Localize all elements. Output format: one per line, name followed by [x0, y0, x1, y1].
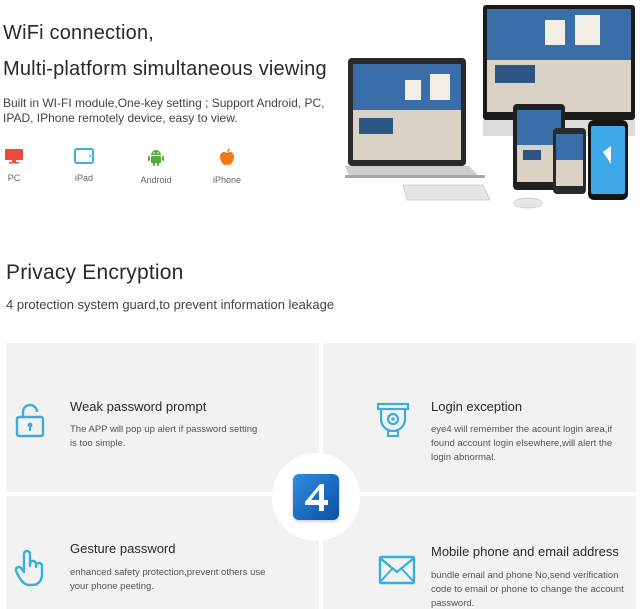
- apple-icon: [220, 148, 234, 165]
- feature-card-login-exception: Login exception eye4 will remember the a…: [323, 343, 636, 492]
- privacy-title: Privacy Encryption: [6, 261, 184, 284]
- envelope-icon: [378, 555, 416, 585]
- feature-title: Login exception: [431, 399, 523, 414]
- number-four-icon: [305, 484, 328, 511]
- feature-description: bundle email and phone No,send verificat…: [431, 570, 624, 609]
- feature-card-weak-password: Weak password prompt The APP will pop up…: [6, 343, 319, 492]
- tablet-icon: [74, 148, 94, 164]
- keyboard-mouse: [402, 184, 543, 209]
- feature-card-phone-email: Mobile phone and email address bundle em…: [323, 496, 636, 609]
- platform-iphone: iPhone: [207, 148, 247, 185]
- platform-android: Android: [136, 148, 176, 185]
- platform-label: PC: [7, 173, 21, 183]
- center-logo-badge: [272, 453, 360, 541]
- android-icon: [148, 150, 164, 166]
- platform-list: PC iPad Android iPhone: [0, 148, 260, 190]
- feature-title: Mobile phone and email address: [431, 544, 619, 559]
- platform-label: Android: [140, 175, 172, 185]
- phone: [553, 128, 586, 194]
- feature-title: Weak password prompt: [70, 399, 207, 414]
- feature-title: Gesture password: [70, 541, 176, 556]
- platform-pc: PC: [0, 148, 34, 183]
- wifi-description: Built in WI-FI module,One-key setting ; …: [3, 96, 325, 125]
- camera-shield-icon: [376, 402, 410, 437]
- privacy-subtitle: 4 protection system guard,to prevent inf…: [6, 297, 335, 312]
- platform-label: iPad: [74, 173, 93, 183]
- laptop: [345, 58, 485, 178]
- devices-illustration: [345, 5, 635, 209]
- hand-pointer-icon: [14, 549, 44, 587]
- feature-description: enhanced safety protection,prevent other…: [70, 567, 266, 592]
- feature-description: The APP will pop up alert if password se…: [70, 424, 258, 449]
- feature-grid: Weak password prompt The APP will pop up…: [6, 343, 636, 609]
- monitor-icon: [5, 149, 23, 164]
- platform-ipad: iPad: [64, 148, 104, 183]
- wifi-title-line2: Multi-platform simultaneous viewing: [3, 58, 327, 80]
- lock-icon: [15, 403, 45, 438]
- app-logo: [293, 474, 339, 520]
- feature-description: eye4 will remember the acount login area…: [431, 424, 613, 463]
- wifi-title-line1: WiFi connection,: [3, 22, 155, 44]
- iphone-app: [588, 120, 628, 200]
- platform-label: iPhone: [212, 175, 242, 185]
- feature-card-gesture-password: Gesture password enhanced safety protect…: [6, 496, 319, 609]
